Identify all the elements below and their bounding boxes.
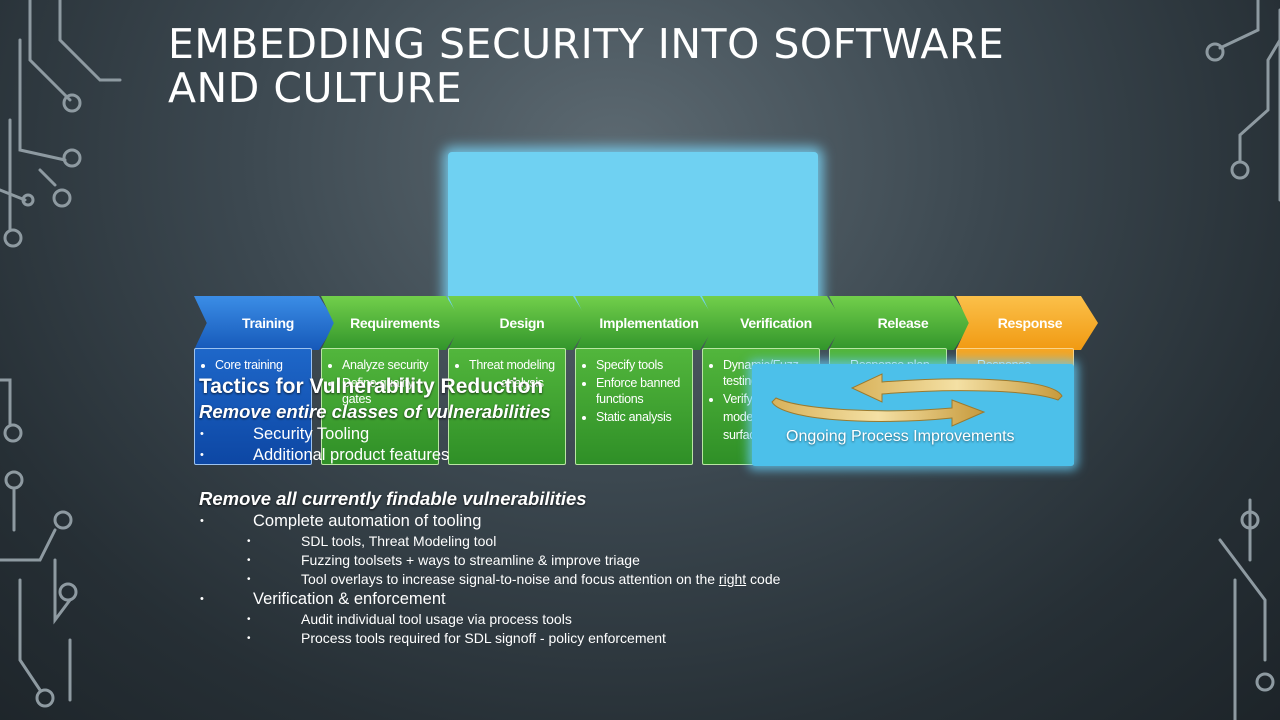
circuit-decoration-right <box>1205 0 1280 720</box>
bullet: Complete automation of tooling <box>199 511 959 532</box>
phase-item: Enforce banned functions <box>596 375 686 407</box>
bullet: Security Tooling <box>199 424 959 445</box>
circuit-decoration-left <box>0 0 122 708</box>
phase-arrow-requirements: Requirements <box>321 296 463 350</box>
phase-item: model <box>723 410 756 424</box>
phase-arrow-training: Training <box>194 296 336 350</box>
highlight-glow-box <box>448 152 818 312</box>
sub-bullet: SDL tools, Threat Modeling tool <box>199 532 959 551</box>
phase-arrow-verification: Verification <box>702 296 844 350</box>
phase-arrow-release: Release <box>829 296 971 350</box>
sub-bullet: Tool overlays to increase signal-to-nois… <box>199 570 959 589</box>
bullet: Verification & enforcement <box>199 589 959 610</box>
phase-arrow-response: Response <box>956 296 1098 350</box>
phase-item: Specify tools <box>596 357 686 373</box>
cycle-arrows-icon <box>771 373 1063 427</box>
sub-bullet: Process tools required for SDL signoff -… <box>199 629 959 648</box>
section2-title: Remove all currently findable vulnerabil… <box>199 488 587 509</box>
section1-title: Remove entire classes of vulnerabilities <box>199 401 551 422</box>
phase-arrow-implementation: Implementation <box>575 296 717 350</box>
sub-bullet: Audit individual tool usage via process … <box>199 610 959 629</box>
phase-item: Threat modeling <box>469 357 559 373</box>
sub-bullet-text: code <box>746 571 781 587</box>
phase-item: Static analysis <box>596 409 686 425</box>
bullet: Additional product features <box>199 445 959 466</box>
emphasis-right: right <box>718 571 747 587</box>
phase-item: Core training <box>215 357 305 373</box>
phase-item: analysis <box>501 376 544 390</box>
phase-item: Verify <box>723 391 813 407</box>
phase-arrow-design: Design <box>448 296 590 350</box>
slide-title: Embedding security into software and cul… <box>168 20 1005 112</box>
sub-bullet-text: Tool overlays to increase signal-to-nois… <box>301 571 719 587</box>
sub-bullet: Fuzzing toolsets + ways to streamline & … <box>199 551 959 570</box>
phase-item: Define quality gates <box>342 375 432 407</box>
tactics-text: Tactics for Vulnerability Reduction Remo… <box>199 374 959 648</box>
phase-item: Analyze security <box>342 357 432 373</box>
tactics-heading: Tactics for Vulnerability Reduction <box>199 375 544 398</box>
